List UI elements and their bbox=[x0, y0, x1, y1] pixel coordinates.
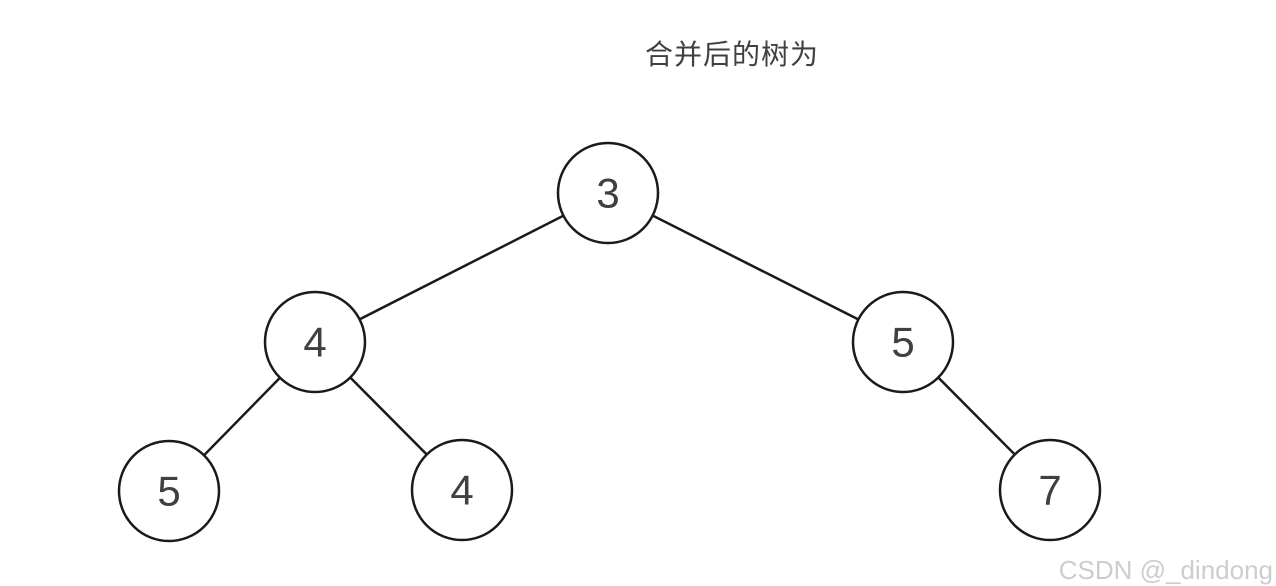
tree-node-circle bbox=[410, 438, 514, 542]
tree-node-label: 3 bbox=[596, 170, 619, 217]
diagram-title: 合并后的树为 bbox=[645, 39, 820, 70]
tree-node-circle bbox=[556, 141, 660, 245]
tree-node-right-right: 7 bbox=[998, 438, 1102, 542]
tree-node-root: 3 bbox=[556, 141, 660, 245]
tree-node-left-right: 4 bbox=[410, 438, 514, 542]
tree-node-label: 5 bbox=[891, 319, 914, 366]
tree-edge-root-right bbox=[607, 191, 904, 344]
tree-node-label: 7 bbox=[1038, 467, 1061, 514]
tree-node-circle bbox=[851, 290, 955, 394]
tree-node-circle bbox=[263, 290, 367, 394]
tree-node-left: 4 bbox=[263, 290, 367, 394]
tree-node-label: 5 bbox=[157, 468, 180, 515]
tree-edge-root-left bbox=[314, 191, 609, 344]
tree-node-label: 4 bbox=[450, 467, 473, 514]
tree-node-right: 5 bbox=[851, 290, 955, 394]
tree-node-label: 4 bbox=[303, 319, 326, 366]
tree-node-circle bbox=[998, 438, 1102, 542]
watermark-text: CSDN @_dindong bbox=[1058, 555, 1273, 585]
tree-node-left-left: 5 bbox=[117, 439, 221, 543]
tree-node-circle bbox=[117, 439, 221, 543]
